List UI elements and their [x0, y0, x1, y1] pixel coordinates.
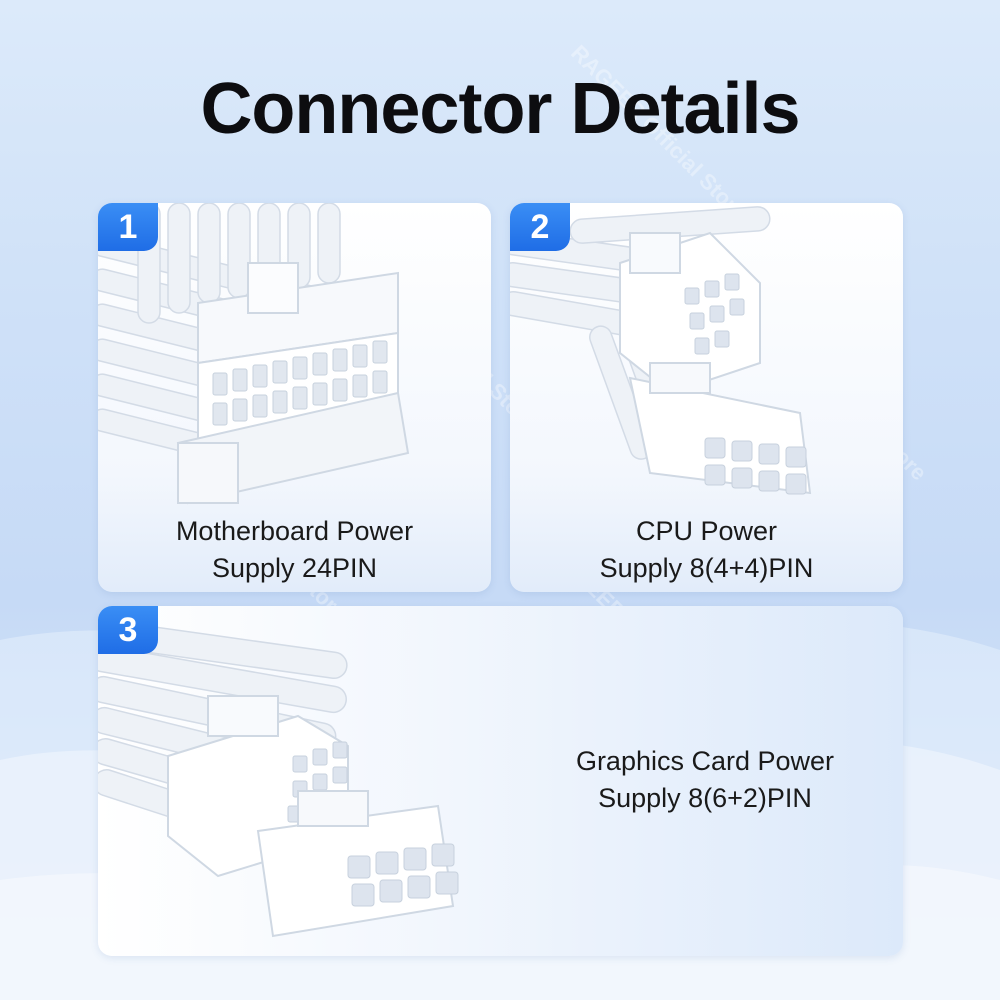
connector-caption: Motherboard Power Supply 24PIN	[98, 513, 491, 587]
card-number-badge: 2	[510, 203, 570, 251]
connector-card-cpu: 2	[510, 203, 903, 592]
caption-line-2: Supply 8(6+2)PIN	[598, 783, 812, 813]
page-title: Connector Details	[200, 69, 800, 149]
card-number-badge: 3	[98, 606, 158, 654]
caption-line-1: Motherboard Power	[175, 516, 414, 546]
caption-line-1: CPU Power	[635, 516, 778, 546]
caption-line-1: Graphics Card Power	[575, 746, 835, 776]
connector-caption: Graphics Card Power Supply 8(6+2)PIN	[530, 743, 880, 817]
connector-card-gpu: 3	[98, 606, 903, 956]
caption-line-2: Supply 24PIN	[211, 553, 378, 583]
connector-caption: CPU Power Supply 8(4+4)PIN	[510, 513, 903, 587]
24pin-connector-icon	[98, 203, 410, 505]
connector-card-24pin: 1	[98, 203, 491, 592]
8pin-cpu-connector-icon	[510, 206, 812, 495]
card-number-badge: 1	[98, 203, 158, 251]
caption-line-2: Supply 8(4+4)PIN	[599, 553, 814, 583]
8pin-gpu-connector-icon	[98, 618, 459, 938]
